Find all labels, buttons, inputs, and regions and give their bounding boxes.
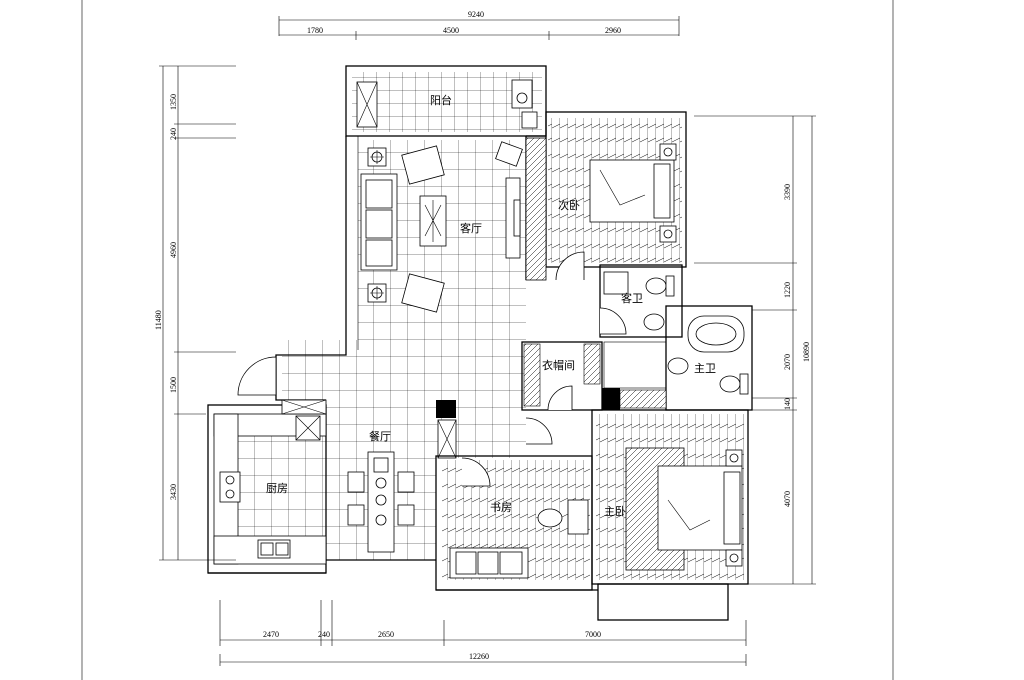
- room-label-dining: 餐厅: [369, 429, 391, 443]
- dim-left-total: 11480: [154, 310, 163, 330]
- balcony: 阳台: [345, 65, 547, 137]
- dim-bottom-seg3: 2650: [378, 630, 394, 639]
- pillar: [436, 400, 456, 418]
- room-label-study: 书房: [490, 501, 512, 514]
- room-label-guest-bath: 客卫: [621, 291, 643, 305]
- room-label-master-bedroom: 主卧: [604, 505, 626, 518]
- dim-right-seg3: 2070: [783, 354, 792, 370]
- toilet-icon: [645, 277, 667, 295]
- study: 书房: [435, 455, 593, 591]
- entrance-door: [237, 356, 277, 396]
- wardrobe-icon: [525, 137, 547, 281]
- dim-right-seg5: 4070: [783, 491, 792, 507]
- room-label-wardrobe: 衣帽间: [542, 358, 575, 372]
- dim-top-seg3: 2960: [605, 26, 621, 35]
- cloakroom: 衣帽间: [521, 341, 667, 411]
- dim-right-seg2: 1220: [783, 282, 792, 298]
- bay-window: [597, 583, 729, 621]
- dim-right-seg4: 140: [783, 398, 792, 410]
- dimension-right: 10890 3390 1220 2070 140 4070: [694, 115, 816, 585]
- sink-icon: [667, 357, 689, 375]
- pillar: [602, 388, 620, 410]
- dim-left-seg1: 1350: [169, 94, 178, 110]
- desk-icon: [567, 499, 589, 535]
- armchair-icon: [401, 273, 445, 313]
- armchair-icon: [401, 145, 445, 185]
- kitchen: 厨房: [207, 399, 327, 574]
- dim-left-seg5: 3430: [169, 484, 178, 500]
- room-label-living: 客厅: [460, 221, 482, 235]
- dim-bottom-seg4: 7000: [585, 630, 601, 639]
- dim-bottom-seg2: 240: [318, 630, 330, 639]
- dim-right-seg1: 3390: [783, 184, 792, 200]
- room-label-kitchen: 厨房: [266, 482, 288, 495]
- room-label-master-bath: 主卫: [694, 362, 716, 375]
- dim-left-seg4: 1500: [169, 377, 178, 393]
- living-room: 客厅: [282, 140, 526, 560]
- dim-bottom-seg1: 2470: [263, 630, 279, 639]
- room-label-balcony: 阳台: [430, 93, 452, 107]
- master-bedroom: 主卧: [525, 409, 749, 621]
- dim-top-seg1: 1780: [307, 26, 323, 35]
- guest-bathroom: 客卫: [599, 264, 683, 338]
- plant-icon: [495, 141, 523, 167]
- dim-right-total: 10890: [802, 342, 811, 362]
- dining-area: 餐厅: [347, 400, 457, 553]
- dimension-bottom: 2470 240 2650 7000 12260: [219, 600, 747, 666]
- dim-top-total: 9240: [468, 10, 484, 19]
- master-bathroom: 主卫: [665, 305, 753, 411]
- dimension-left: 11480 1350 240 4960 1500 3430: [154, 65, 236, 561]
- second-bedroom: 次卧: [525, 111, 687, 281]
- room-label-second-bedroom: 次卧: [558, 198, 580, 212]
- sink-icon: [643, 313, 665, 331]
- dim-left-seg2: 240: [169, 128, 178, 140]
- stove-icon: [219, 471, 241, 503]
- toilet-icon: [719, 375, 741, 393]
- dim-top-seg2: 4500: [443, 26, 459, 35]
- dimension-top: 9240 1780 4500 2960: [278, 10, 680, 40]
- dim-bottom-total: 12260: [469, 652, 489, 661]
- dim-left-seg3: 4960: [169, 242, 178, 258]
